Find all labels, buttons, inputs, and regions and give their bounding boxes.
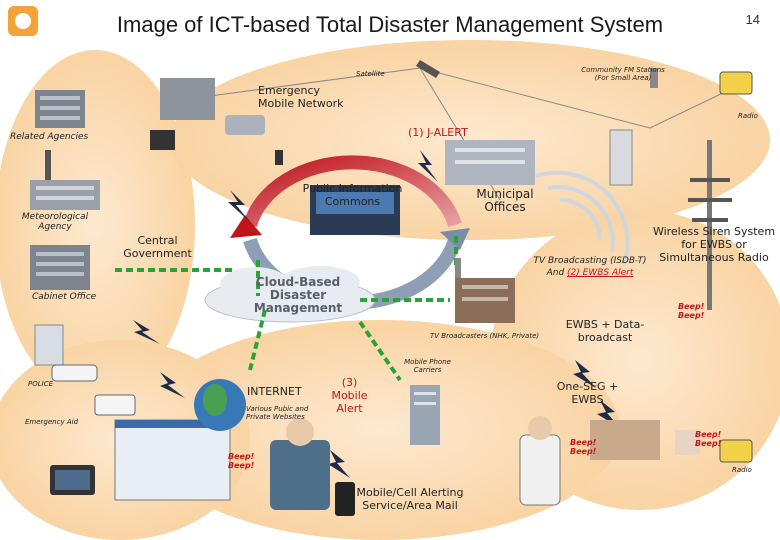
beep-radio: Beep!Beep! [695, 430, 721, 448]
label-radio-bottom: Radio [732, 466, 752, 474]
beep-one-seg: Beep!Beep! [570, 438, 596, 456]
blob-left [0, 50, 195, 400]
bolt-5 [328, 450, 350, 478]
bolt-7 [573, 360, 596, 388]
beep-phone-1: Beep! [228, 452, 255, 461]
devices [50, 60, 753, 516]
label-cabinet-office: Cabinet Office [32, 292, 97, 302]
page-number: 14 [745, 12, 760, 27]
label-mobile-alert: (3) Mobile Alert [331, 376, 368, 415]
label-tv-broadcasters: TV Broadcasters (NHK, Private) [430, 332, 540, 340]
label-municipal: Municipal Offices [476, 187, 534, 214]
beep-siren-2: Beep! [678, 311, 705, 320]
beep-phone-2: Beep! [228, 461, 255, 470]
label-community-fm: Community FM Stations (For Small Area) [581, 66, 665, 82]
bolt-3 [160, 372, 185, 398]
ewbs-alert-text: (2) EWBS Alert [567, 268, 634, 278]
label-emergency-mobile: Emergency Mobile Network [258, 84, 344, 110]
label-police: POLICE [28, 380, 54, 388]
label-public-info: Public Information Commons [302, 182, 403, 208]
satellite-link [179, 67, 751, 129]
bolt-2 [133, 320, 160, 344]
label-wireless-siren: Wireless Siren System for EWBS or Simult… [652, 225, 776, 264]
beep-siren: Beep!Beep! [678, 302, 704, 320]
arrow-down-right [358, 320, 402, 382]
page-title: Image of ICT-based Total Disaster Manage… [116, 12, 664, 37]
beep-one-seg-2: Beep! [570, 447, 597, 456]
ring-red [243, 155, 462, 228]
beep-radio-1: Beep! [695, 430, 722, 439]
bolt-4 [418, 150, 438, 182]
beep-siren-1: Beep! [678, 302, 705, 311]
tv-broadcasting-text: TV Broadcasting (ISDB-T) And [533, 256, 647, 278]
label-radio-top: Radio [738, 112, 758, 120]
building-icons [30, 78, 700, 460]
label-one-seg: One-SEG + EWBS [556, 380, 619, 406]
label-central-government: Central Government [123, 234, 192, 260]
label-satellite: Satellite [356, 70, 385, 78]
bolt-6 [597, 400, 620, 428]
label-cloud-based: Cloud-Based Disaster Management [253, 275, 343, 315]
beep-one-seg-1: Beep! [570, 438, 597, 447]
label-cell-alert: Mobile/Cell Alerting Service/Area Mail [356, 486, 464, 512]
label-emergency-aid: Emergency Aid [25, 418, 79, 426]
beep-phone: Beep!Beep! [228, 452, 254, 470]
label-tv-broadcasting: TV Broadcasting (ISDB-T) And (2) EWBS Al… [530, 255, 650, 279]
label-j-alert: (1) J-ALERT [408, 126, 468, 139]
label-meteorological: Meteorological Agency [21, 212, 89, 232]
beep-radio-2: Beep! [695, 439, 722, 448]
label-carriers: Mobile Phone Carriers [404, 358, 451, 374]
label-ewbs-data: EWBS + Data-broadcast [565, 318, 645, 344]
label-web-sites: Various Pubic and Private Websites [246, 405, 309, 421]
blob-bottom [140, 320, 620, 540]
label-related-agencies: Related Agencies [10, 132, 89, 142]
logo [8, 6, 38, 36]
label-internet: INTERNET [247, 385, 302, 398]
